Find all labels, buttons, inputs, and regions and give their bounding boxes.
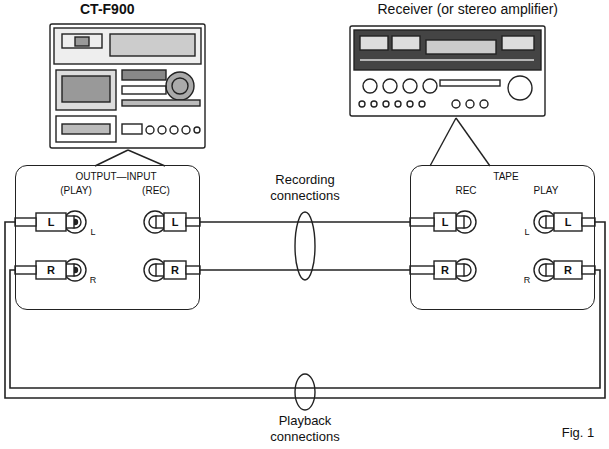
jack-panel: TAPE REC PLAY bbox=[410, 165, 595, 310]
panel-label: OUTPUT—INPUT bbox=[75, 171, 156, 182]
panel-label: (PLAY) bbox=[60, 185, 92, 196]
receiver: Receiver (or stereo amplifier) bbox=[345, 2, 560, 118]
panel-label: REC bbox=[455, 185, 476, 196]
jack-letter: L bbox=[90, 228, 95, 237]
rca-plug bbox=[15, 213, 595, 279]
bundle-mark bbox=[295, 374, 315, 410]
cable bbox=[200, 221, 410, 223]
connection-label: Recording connections bbox=[255, 172, 355, 203]
jack-letter: R bbox=[90, 276, 97, 285]
deck-body bbox=[50, 24, 205, 148]
jack bbox=[64, 211, 556, 281]
cassette-deck: CT-F900 bbox=[45, 2, 210, 150]
plug-letter: R bbox=[47, 265, 55, 276]
plug-letter: L bbox=[442, 217, 449, 228]
cable bbox=[10, 270, 600, 388]
plug-letter: R bbox=[171, 265, 179, 276]
panel-label: PLAY bbox=[534, 185, 559, 196]
figure-number: Fig. 1 bbox=[562, 426, 595, 439]
plug-letter: L bbox=[565, 217, 572, 228]
panel-label: TAPE bbox=[493, 171, 518, 182]
plug-letter: R bbox=[441, 265, 449, 276]
plug-letter: R bbox=[564, 265, 572, 276]
receiver-body bbox=[350, 26, 545, 116]
cable bbox=[200, 269, 410, 271]
device-name: CT-F900 bbox=[80, 2, 134, 17]
jack-panel: OUTPUT—INPUT (PLAY) (REC) bbox=[15, 165, 200, 310]
panel-label: (REC) bbox=[142, 185, 170, 196]
plug-letter: L bbox=[172, 217, 179, 228]
jack-letter: R bbox=[524, 276, 531, 285]
plug-letter: L bbox=[48, 217, 55, 228]
cable bbox=[5, 222, 605, 398]
device-name: Receiver (or stereo amplifier) bbox=[378, 2, 559, 17]
jack-letter: L bbox=[524, 228, 529, 237]
connection-label: Playback connections bbox=[255, 413, 355, 444]
